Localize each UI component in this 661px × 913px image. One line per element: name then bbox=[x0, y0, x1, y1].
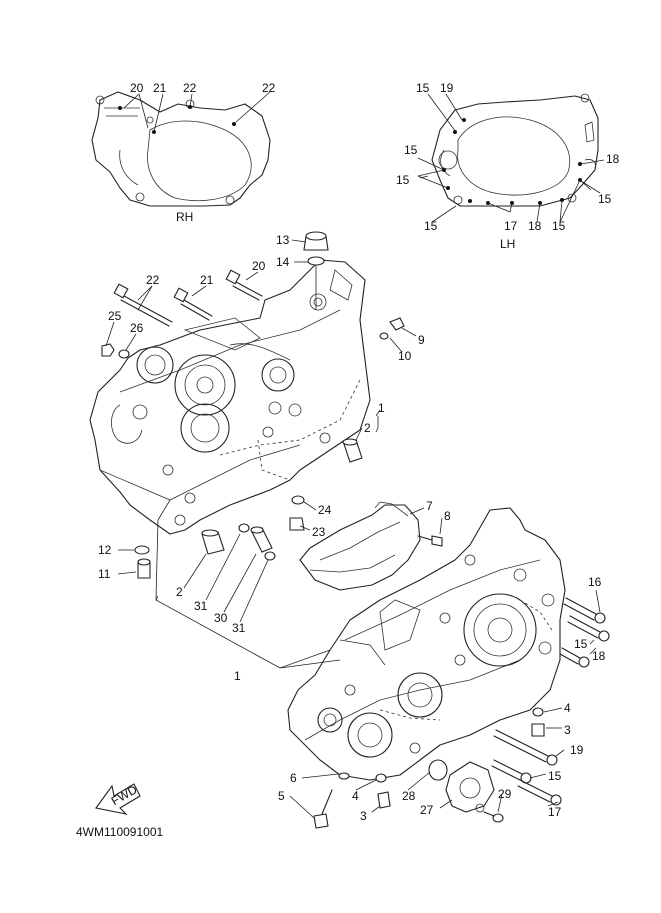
o-ring-28 bbox=[428, 759, 448, 781]
washer-4-upper bbox=[532, 707, 544, 717]
rh-label: RH bbox=[176, 210, 193, 224]
callout-10: 10 bbox=[398, 349, 412, 363]
callout-15a: 15 bbox=[574, 637, 588, 651]
washer-4-lower bbox=[375, 773, 387, 783]
bolt-17 bbox=[517, 779, 562, 806]
o-ring-31-lower bbox=[264, 551, 276, 561]
bolt-15-upper bbox=[559, 647, 590, 668]
callout-8: 8 bbox=[444, 509, 451, 523]
bolt-3-lower bbox=[377, 791, 391, 809]
bolt-21-upper bbox=[173, 287, 213, 321]
callout-lh-17: 17 bbox=[504, 219, 518, 233]
callout-29: 29 bbox=[498, 787, 512, 801]
callout-23: 23 bbox=[312, 525, 326, 539]
bolt-8 bbox=[417, 535, 443, 547]
callout-lh-15a: 15 bbox=[416, 81, 430, 95]
main-leaders bbox=[105, 239, 601, 819]
callout-rh-22b: 22 bbox=[262, 81, 276, 95]
oil-baffle-7 bbox=[299, 501, 421, 591]
callout-lh-15c: 15 bbox=[396, 173, 410, 187]
figure-code: 4WM110091001 bbox=[76, 825, 163, 839]
callout-25: 25 bbox=[108, 309, 122, 323]
o-ring-14 bbox=[307, 256, 325, 266]
seal-6 bbox=[338, 772, 350, 780]
callout-6: 6 bbox=[290, 771, 297, 785]
callout-13: 13 bbox=[276, 233, 290, 247]
plug-11 bbox=[137, 558, 151, 579]
callout-16: 16 bbox=[588, 575, 602, 589]
callout-30: 30 bbox=[214, 611, 228, 625]
rh-gasket bbox=[91, 91, 271, 207]
callout-3a: 3 bbox=[564, 723, 571, 737]
callout-lh-18b: 18 bbox=[528, 219, 542, 233]
callout-4a: 4 bbox=[564, 701, 571, 715]
bolt-15-lower bbox=[491, 759, 532, 784]
drain-bolt-23 bbox=[289, 517, 305, 531]
callout-27: 27 bbox=[420, 803, 434, 817]
callout-lh-15f-left: 15 bbox=[424, 219, 438, 233]
callout-15b: 15 bbox=[548, 769, 562, 783]
callout-3b: 3 bbox=[360, 809, 367, 823]
callout-lh-15b: 15 bbox=[404, 143, 418, 157]
callout-12: 12 bbox=[98, 543, 112, 557]
bolt-18 bbox=[567, 615, 610, 642]
callout-7: 7 bbox=[426, 499, 433, 513]
bolt-9 bbox=[389, 317, 405, 331]
callout-18: 18 bbox=[592, 649, 606, 663]
callout-rh-21: 21 bbox=[153, 81, 167, 95]
callout-31b: 31 bbox=[232, 621, 246, 635]
callout-2b: 2 bbox=[176, 585, 183, 599]
washer-10 bbox=[379, 332, 389, 340]
callout-5: 5 bbox=[278, 789, 285, 803]
bolt-29 bbox=[483, 811, 504, 823]
lh-gasket-leaders bbox=[417, 93, 605, 223]
callout-4b: 4 bbox=[352, 789, 359, 803]
callout-rh-20: 20 bbox=[130, 81, 144, 95]
washer-24 bbox=[291, 495, 305, 505]
bolt-22-upper bbox=[113, 283, 173, 327]
callout-28: 28 bbox=[402, 789, 416, 803]
callout-lh-18a: 18 bbox=[606, 152, 620, 166]
callout-2a: 2 bbox=[364, 421, 371, 435]
callout-9: 9 bbox=[418, 333, 425, 347]
callout-rh-22a: 22 bbox=[183, 81, 197, 95]
callout-11: 11 bbox=[98, 567, 111, 581]
bolt-5 bbox=[313, 789, 333, 829]
rh-gasket-leaders bbox=[123, 91, 271, 133]
callout-26: 26 bbox=[130, 321, 144, 335]
callout-1a: 1 bbox=[378, 401, 385, 415]
callout-19: 19 bbox=[570, 743, 584, 757]
pipe-30 bbox=[250, 526, 273, 553]
bolt-25 bbox=[101, 343, 115, 357]
callout-31a: 31 bbox=[194, 599, 208, 613]
callout-1b: 1 bbox=[234, 669, 241, 683]
lh-gasket bbox=[431, 93, 599, 207]
bolt-3-upper bbox=[531, 723, 545, 737]
crankcase-right-half bbox=[89, 259, 371, 535]
callout-20: 20 bbox=[252, 259, 266, 273]
callout-lh-15e: 15 bbox=[552, 219, 566, 233]
lh-label: LH bbox=[500, 237, 515, 251]
washer-26 bbox=[118, 349, 130, 359]
dowel-pin-2-lower bbox=[201, 529, 225, 555]
oil-filler-cap-13 bbox=[303, 231, 329, 251]
callout-21: 21 bbox=[200, 273, 214, 287]
callout-22: 22 bbox=[146, 273, 160, 287]
bolt-20-upper bbox=[225, 269, 263, 301]
callout-24: 24 bbox=[318, 503, 332, 517]
callout-numbers: 20 21 22 22 15 19 15 18 15 15 17 18 15 1… bbox=[98, 81, 620, 823]
callout-lh-19: 19 bbox=[440, 81, 454, 95]
callout-14: 14 bbox=[276, 255, 290, 269]
o-ring-31-upper bbox=[238, 523, 250, 533]
bolt-16 bbox=[563, 597, 606, 624]
washer-12 bbox=[134, 545, 150, 555]
fwd-arrow-icon: FWD bbox=[95, 782, 141, 815]
crankcase-left-half bbox=[287, 507, 566, 781]
bolt-19 bbox=[493, 729, 558, 766]
cover-27 bbox=[445, 761, 495, 813]
dowel-pin-2-right bbox=[342, 438, 363, 463]
callout-17: 17 bbox=[548, 805, 562, 819]
callout-lh-15d: 15 bbox=[598, 192, 612, 206]
